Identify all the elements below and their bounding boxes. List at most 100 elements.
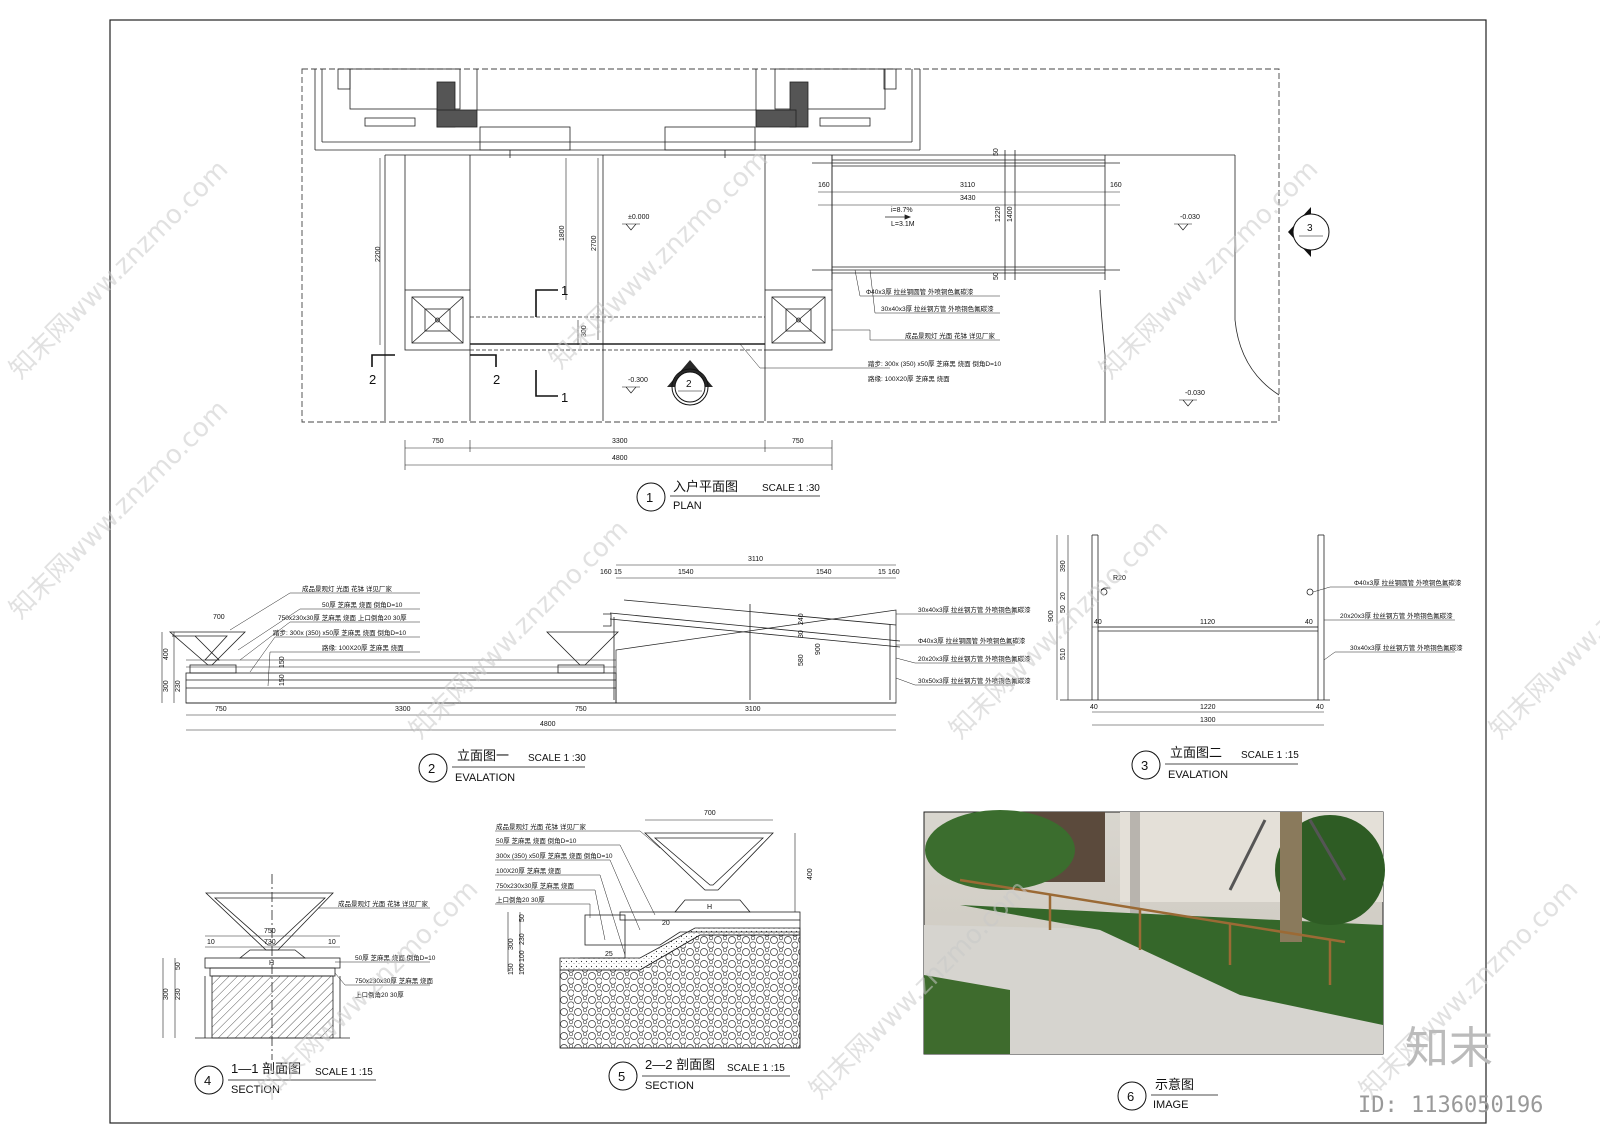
elevation-note: 30x40x3厚 拉丝钢方管 外喷铜色氟碳漆 (1350, 643, 1463, 652)
dim-text: 40 (1316, 704, 1324, 711)
view-subtitle: IMAGE (1153, 1099, 1188, 1111)
dim-text: 50 (1060, 605, 1067, 613)
dim-text: 510 (1060, 648, 1067, 660)
dim-text: 1800 (559, 225, 566, 241)
section-note: 上口倒角20 30厚 (496, 895, 545, 904)
slope-text: i=8.7% (891, 207, 913, 214)
cut-marks (371, 289, 558, 397)
dim-text: 15 (878, 569, 886, 576)
dim-text: 300 (581, 325, 588, 337)
dim-text: 700 (213, 614, 225, 621)
level-mark: -0.300 (628, 377, 648, 384)
elevation-2-drawing (1060, 534, 1330, 701)
planter-right (764, 289, 833, 351)
callout-2: 2 (667, 360, 713, 406)
view-number-circle (418, 753, 448, 783)
dim-text: 1220 (1200, 704, 1216, 711)
elevation-2-leaders (1312, 586, 1455, 661)
slope-text: L=3.1M (891, 221, 915, 228)
elevation-2-dims (1056, 535, 1324, 726)
dim-text: 50 (993, 272, 1000, 280)
section-1-1-dims (162, 935, 340, 1038)
plan-note: 成品景观灯 光面 花钵 详见厂家 (905, 331, 995, 340)
dim-text: 400 (807, 868, 814, 880)
dim-text: 3110 (748, 556, 763, 563)
elevation-1-dims (161, 564, 896, 731)
dim-text: 3430 (960, 195, 976, 202)
section-note: 750x230x30厚 芝麻黑 烧面 (496, 881, 575, 890)
dim-text: 50 (175, 962, 182, 970)
dim-text: 30 (798, 630, 805, 638)
dim-text: 10 (207, 939, 215, 946)
dim-text: 750 (432, 438, 444, 445)
building-facade (314, 68, 921, 158)
planter-left (404, 289, 471, 351)
section-note: 成品景观灯 光面 花钵 详见厂家 (496, 822, 586, 831)
view-number: 5 (618, 1069, 625, 1084)
plan-note: Φ40x3厚 拉丝钢圆管 外喷铜色氟碳漆 (866, 287, 974, 296)
dim-text: 1120 (1200, 619, 1215, 626)
view-title: 立面图二 (1170, 745, 1222, 760)
elevation-1-drawing (168, 599, 901, 704)
section-note: 50厚 芝麻黑 烧面 倒角D=10 (355, 953, 436, 962)
cut-mark-label: 2 (369, 372, 376, 387)
dim-text: H (707, 904, 712, 911)
plan-view: 1 1 2 2 2 3 750 3300 750 4800 160 3110 1… (301, 68, 1330, 512)
view-number: 1 (646, 490, 653, 505)
dim-text: 160 (1110, 182, 1122, 189)
level-triangles (622, 223, 1197, 407)
section-2-2-leaders (495, 830, 661, 956)
dim-text: 25 (605, 951, 613, 958)
dim-text: 160 (600, 569, 612, 576)
section-note: 100X20厚 芝麻黑 烧面 (496, 866, 562, 875)
section-1-1-leaders (318, 907, 430, 986)
dim-text: 700 (704, 810, 716, 817)
watermark-id: ID: 1136050196 (1358, 1093, 1543, 1118)
elevation-1-view: 750 3300 750 3100 4800 160 15 1540 1540 … (161, 556, 1031, 784)
view-scale: SCALE 1 :15 (727, 1063, 785, 1074)
view-subtitle: SECTION (231, 1084, 280, 1096)
elevation-note: 750x230x30厚 芝麻黑 烧面 上口倒角20 30厚 (278, 613, 407, 622)
elevation-note: Φ40x3厚 拉丝钢圆管 外喷铜色氟碳漆 (1354, 578, 1462, 587)
section-2-2-dims (507, 819, 796, 972)
dim-text: 20 (662, 920, 670, 927)
dim-text: 1400 (1007, 206, 1014, 222)
plan-leaders (739, 269, 1000, 369)
dim-text: 900 (815, 643, 822, 655)
dim-text: 300 (508, 938, 515, 950)
dim-text: 230 (175, 680, 182, 692)
svg-text:2: 2 (686, 379, 692, 390)
view-number-circle (194, 1065, 224, 1095)
view-number-circle (636, 482, 666, 512)
dim-text: 390 (1060, 560, 1067, 572)
view-title: 立面图一 (457, 748, 509, 763)
elevation-note: 20x20x3厚 拉丝钢方管 外喷铜色氟碳漆 (918, 654, 1031, 663)
dim-text: 10 (328, 939, 336, 946)
svg-text:知末网www.znzmo.com: 知末网www.znzmo.com (4, 394, 235, 625)
svg-text:知末网www.znzmo.com: 知末网www.znzmo.com (944, 514, 1175, 745)
cut-mark-label: 2 (493, 372, 500, 387)
dim-text: 750 (215, 706, 227, 713)
elevation-note: 20x20x3厚 拉丝钢方管 外喷铜色氟碳漆 (1340, 611, 1453, 620)
view-number-circle (608, 1061, 638, 1091)
section-1-1-drawing (195, 874, 350, 1060)
callout-3: 3 (1288, 207, 1330, 257)
svg-text:知末网www.znzmo.com: 知末网www.znzmo.com (1484, 514, 1600, 745)
view-scale: SCALE 1 :15 (315, 1067, 373, 1078)
view-scale: SCALE 1 :15 (1241, 750, 1299, 761)
view-subtitle: PLAN (673, 500, 702, 512)
dim-text: 100 (519, 950, 526, 962)
dim-text: 580 (798, 654, 805, 666)
dim-text: 50 (993, 148, 1000, 156)
dim-text: 400 (163, 648, 170, 660)
dim-text: 240 (798, 613, 805, 625)
dim-text: 750 (575, 706, 587, 713)
dim-text: 150 (508, 963, 515, 975)
section-1-1-view: 750 10 730 10 50 230 300 H 成品景观灯 光面 花钵 详… (162, 874, 436, 1096)
view-number-circle (1117, 1081, 1147, 1111)
section-note: 750x230x30厚 芝麻黑 烧面 (355, 976, 434, 985)
dim-text: 2700 (591, 235, 598, 251)
section-2-2-drawing (559, 832, 801, 1049)
dim-text: 3300 (612, 438, 628, 445)
